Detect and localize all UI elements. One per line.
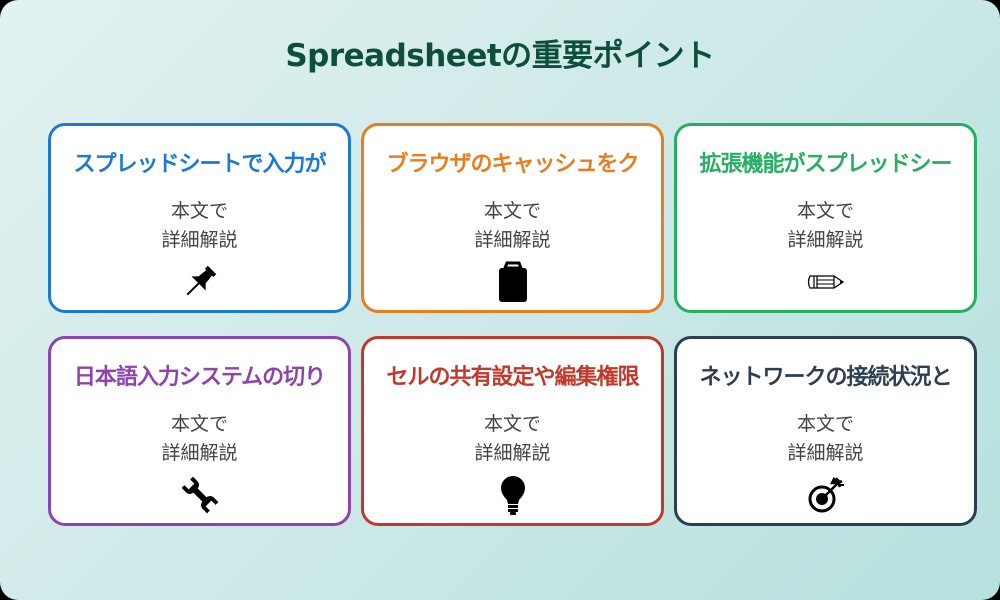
- card-body-line: 詳細解説: [474, 442, 551, 464]
- card-body-line: 本文で: [170, 200, 228, 222]
- card-body: 本文で 詳細解説: [364, 197, 661, 255]
- card-body-line: 本文で: [483, 413, 541, 435]
- card-body-line: 詳細解説: [787, 442, 864, 464]
- card-4: 日本語入力システムの切り 本文で 詳細解説: [48, 336, 351, 526]
- card-body: 本文で 詳細解説: [364, 410, 661, 468]
- card-title: 拡張機能がスプレッドシー: [699, 152, 952, 177]
- card-body-line: 詳細解説: [161, 442, 238, 464]
- pencil-icon: [806, 262, 846, 302]
- card-body-line: 本文で: [170, 413, 228, 435]
- card-title: セルの共有設定や編集権限: [386, 365, 639, 390]
- card-body: 本文で 詳細解説: [51, 410, 348, 468]
- card-title: 日本語入力システムの切り: [73, 365, 326, 390]
- card-body-line: 本文で: [483, 200, 541, 222]
- card-body-line: 本文で: [796, 200, 854, 222]
- card-body-line: 本文で: [796, 413, 854, 435]
- card-body: 本文で 詳細解説: [51, 197, 348, 255]
- target-icon: [806, 475, 846, 515]
- page-title: Spreadsheetの重要ポイント: [285, 38, 715, 74]
- card-body-line: 詳細解説: [787, 229, 864, 251]
- lightbulb-icon: [493, 475, 533, 515]
- card-body: 本文で 詳細解説: [677, 410, 974, 468]
- card-body: 本文で 詳細解説: [677, 197, 974, 255]
- card-2: ブラウザのキャッシュをク 本文で 詳細解説: [361, 123, 664, 313]
- card-title: スプレッドシートで入力が: [73, 152, 326, 177]
- card-5: セルの共有設定や編集権限 本文で 詳細解説: [361, 336, 664, 526]
- pushpin-icon: [180, 262, 220, 302]
- clipboard-icon: [493, 261, 533, 302]
- card-title: ブラウザのキャッシュをク: [386, 152, 639, 177]
- wrench-icon: [180, 475, 220, 515]
- card-3: 拡張機能がスプレッドシー 本文で 詳細解説: [674, 123, 977, 313]
- card-body-line: 詳細解説: [161, 229, 238, 251]
- card-1: スプレッドシートで入力が 本文で 詳細解説: [48, 123, 351, 313]
- card-6: ネットワークの接続状況と 本文で 詳細解説: [674, 336, 977, 526]
- card-body-line: 詳細解説: [474, 229, 551, 251]
- card-title: ネットワークの接続状況と: [699, 365, 952, 390]
